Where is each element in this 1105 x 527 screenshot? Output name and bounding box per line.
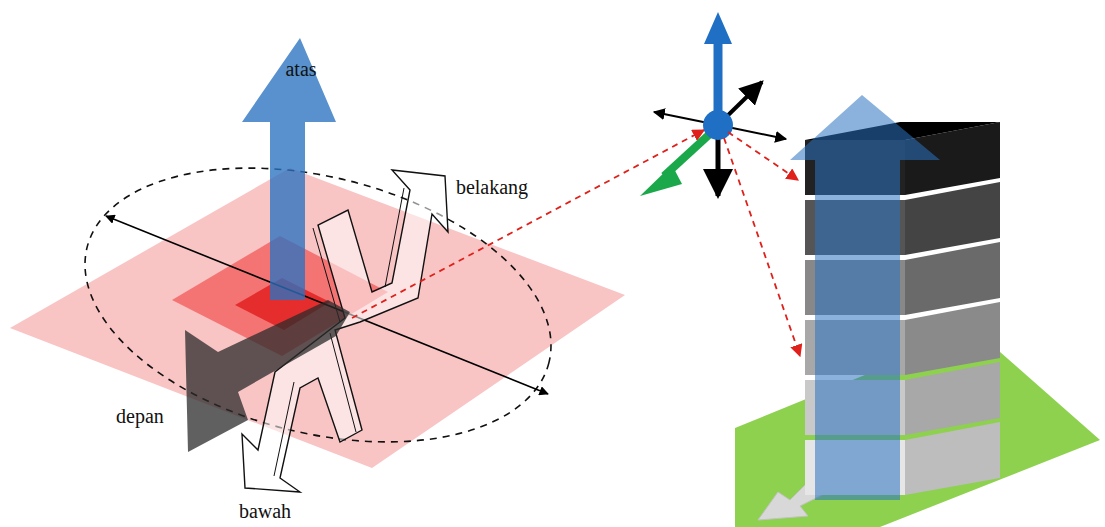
direction-label: belakang [456,176,528,198]
origin-dot [703,110,733,140]
direction-label: atas [285,58,316,80]
dashed-link [728,132,798,180]
direction-label: bawah [239,500,291,522]
front-arrow [185,300,350,452]
dashed-link [352,130,704,318]
z-head [704,12,732,44]
dashed-ellipse [56,123,580,487]
building-up-arrow [790,95,940,500]
dashed-link [724,138,800,356]
green-head [640,165,682,196]
up-arrow [242,38,336,300]
direction-label: depan [116,405,164,427]
